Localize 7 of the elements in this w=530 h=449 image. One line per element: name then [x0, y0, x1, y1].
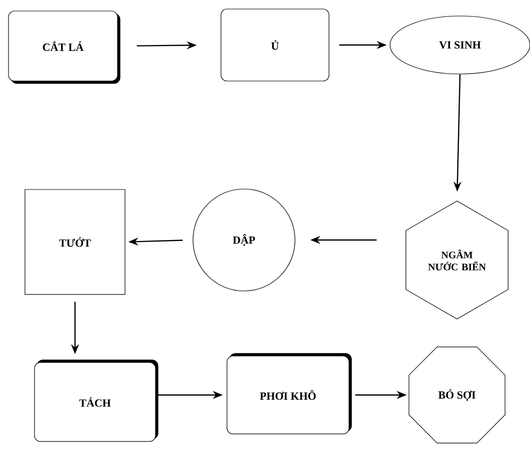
process-hexagon: NGÂM NƯỚC BIỂN	[406, 200, 508, 320]
process-box: TƯỚT	[24, 189, 126, 295]
process-box: TÁCH	[34, 360, 158, 442]
process-box: PHƠI KHÔ	[226, 353, 352, 434]
process-box: Ủ	[220, 8, 330, 82]
process-box: CẮT LÁ	[8, 10, 120, 84]
process-octagon: BÓ SỢI	[408, 346, 506, 444]
